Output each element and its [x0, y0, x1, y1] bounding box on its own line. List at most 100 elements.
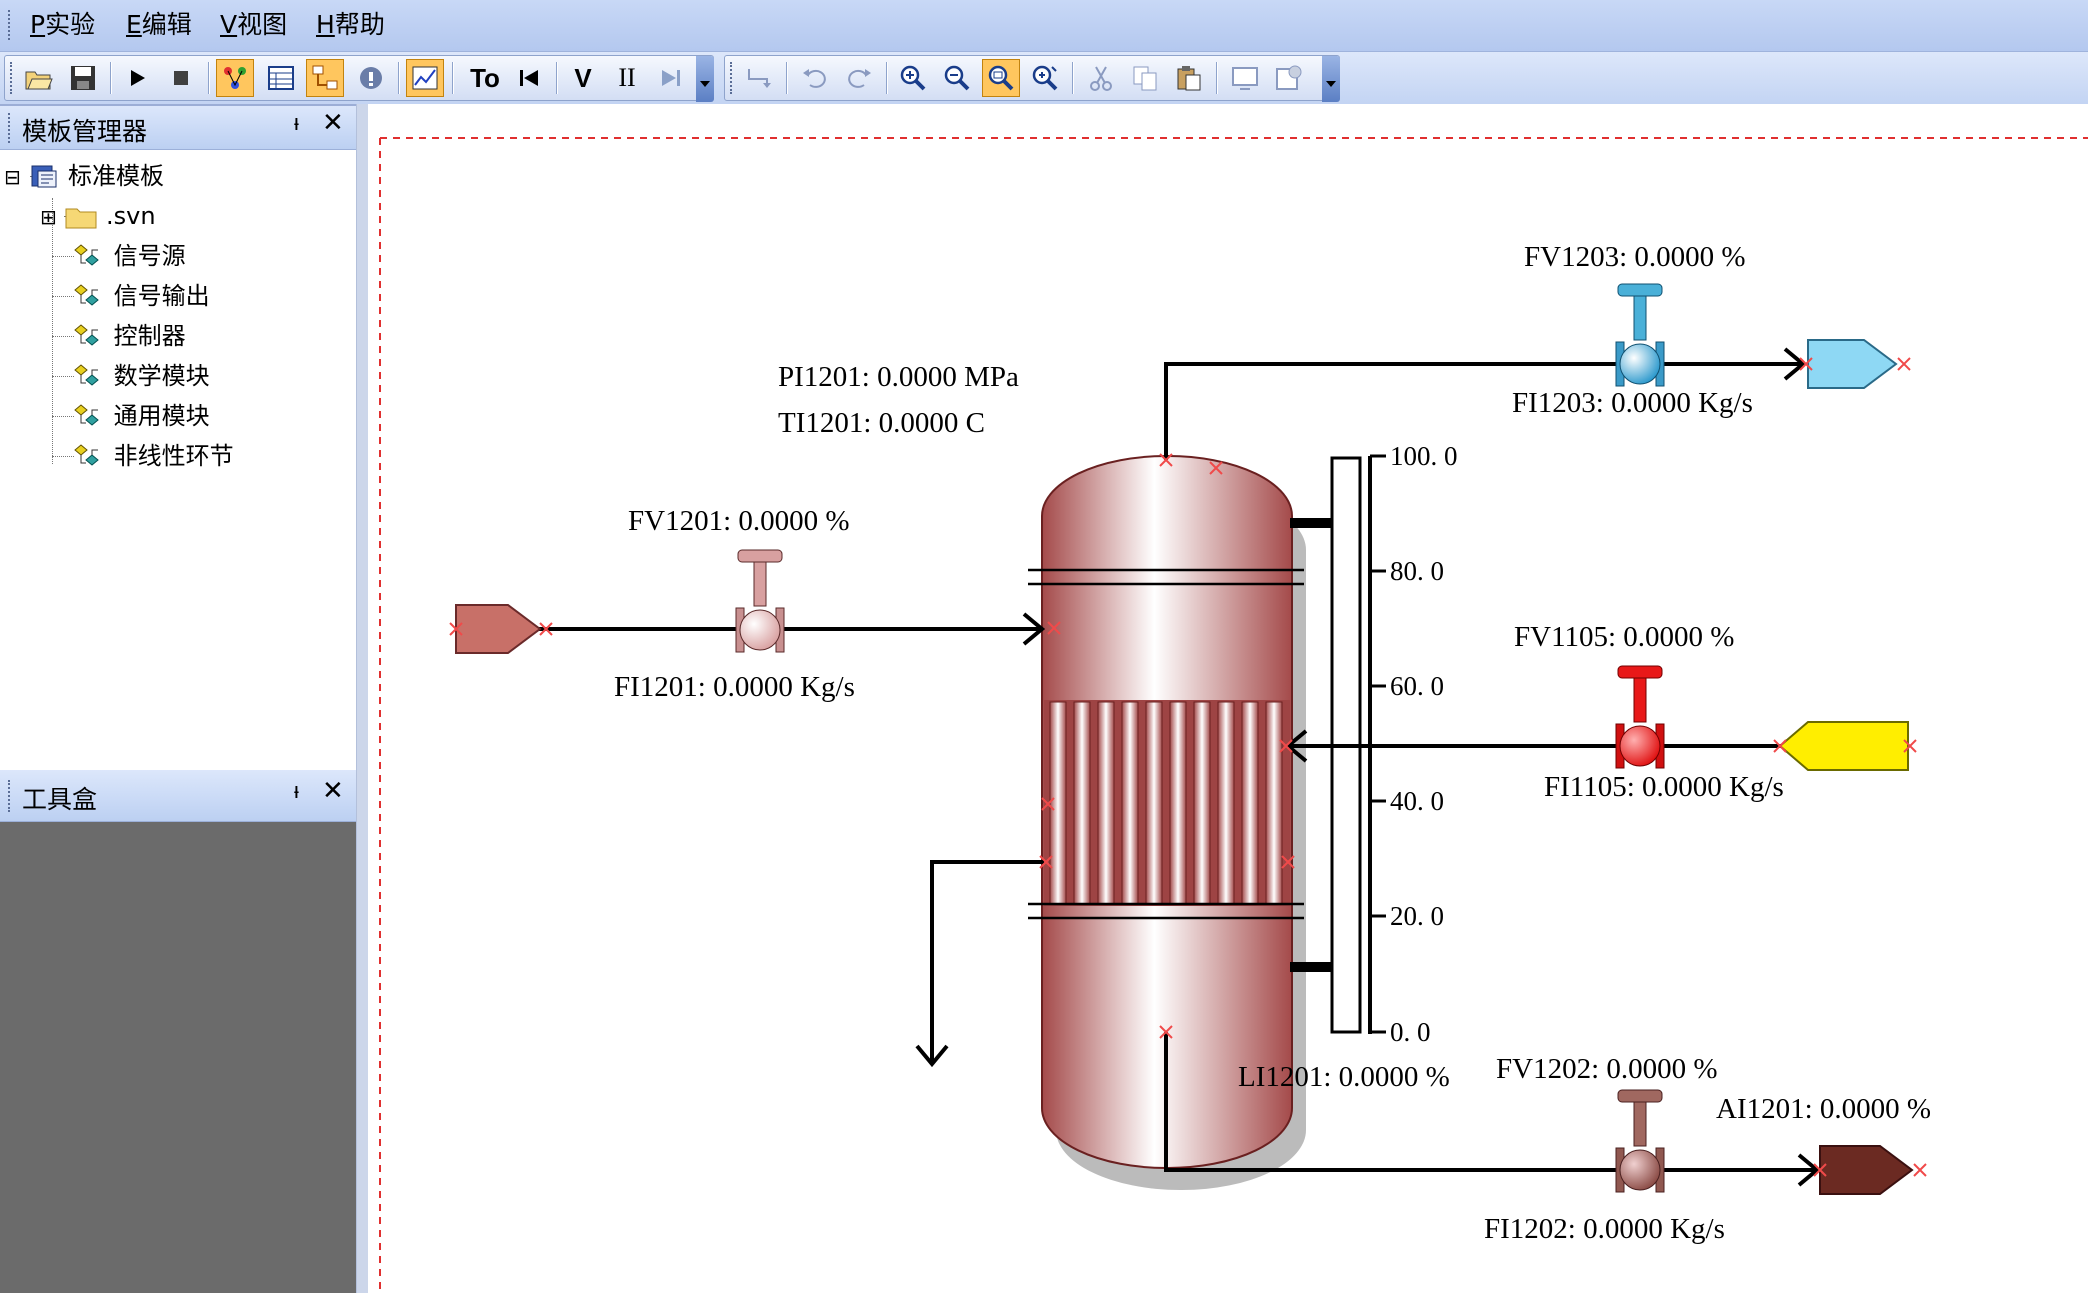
toolbox-title: 工具盒 — [22, 785, 98, 814]
verify-button[interactable]: V — [564, 59, 602, 97]
undo-icon — [803, 69, 826, 88]
tree-item-label: 数学模块 — [113, 362, 210, 390]
table-view-button[interactable] — [262, 59, 300, 97]
valve-fv1202[interactable] — [1615, 1089, 1665, 1193]
template-manager-grip[interactable] — [8, 113, 14, 143]
tree-item-signal-source[interactable]: 信号源 — [72, 240, 186, 272]
play-icon — [131, 70, 145, 86]
connect-button[interactable] — [740, 59, 778, 97]
module-icon — [74, 364, 99, 386]
save-button[interactable] — [64, 59, 102, 97]
product-top-terminal[interactable] — [1807, 339, 1898, 389]
scissors-icon — [1090, 66, 1112, 91]
tree-item-math[interactable]: 数学模块 — [72, 360, 210, 392]
module-icon — [74, 324, 99, 346]
step-back-button[interactable] — [510, 59, 548, 97]
open-button[interactable] — [20, 59, 58, 97]
stop-button[interactable] — [162, 59, 200, 97]
connector-icon — [748, 69, 771, 88]
menu-view[interactable]: V视图 — [220, 10, 288, 39]
zoom-in-button[interactable] — [894, 59, 932, 97]
menu-edit[interactable]: E编辑 — [126, 10, 192, 39]
copy-button[interactable] — [1126, 59, 1164, 97]
module-icon — [74, 244, 99, 266]
label-ai1201: AI1201: 0.0000 % — [1716, 1093, 1932, 1125]
tree-item-label: 控制器 — [113, 322, 186, 350]
toolbox-grip[interactable] — [8, 780, 14, 812]
zoom-custom-button[interactable] — [1026, 59, 1064, 97]
tree-item-signal-output[interactable]: 信号输出 — [72, 280, 210, 312]
tree-item-general[interactable]: 通用模块 — [72, 400, 210, 432]
toolbar-edit-grip[interactable] — [730, 62, 736, 94]
reactor-vessel[interactable] — [1028, 455, 1338, 1190]
close-icon[interactable]: ✕ — [322, 776, 344, 806]
copy-icon — [1133, 66, 1157, 91]
network-view-button[interactable] — [216, 59, 254, 97]
label-fv1202: FV1202: 0.0000 % — [1496, 1053, 1718, 1085]
label-fv1203: FV1203: 0.0000 % — [1524, 241, 1746, 273]
template-tree: ⊟ 标准模板 ⊞ .svn 信号源 信号输出 控制器 数学模块 通用模块 非线性… — [0, 150, 356, 760]
open-folder-icon — [25, 71, 53, 90]
level-tick-80: 80. 0 — [1390, 556, 1444, 586]
zoom-fit-icon — [988, 65, 1014, 91]
display-button[interactable] — [1226, 59, 1264, 97]
tree-item-nonlinear[interactable]: 非线性环节 — [72, 440, 234, 472]
expand-icon[interactable]: ⊞ — [40, 205, 57, 229]
tree-item-controller[interactable]: 控制器 — [72, 320, 186, 352]
toolbox-body — [0, 822, 356, 1293]
toolbox-header: 工具盒 ᵼ ✕ — [0, 770, 356, 822]
label-fi1201: FI1201: 0.0000 Kg/s — [614, 671, 855, 703]
properties-icon — [1276, 65, 1302, 90]
zoom-out-button[interactable] — [938, 59, 976, 97]
redo-icon — [848, 69, 871, 88]
toolbar-main — [4, 55, 714, 101]
run-button[interactable] — [118, 59, 156, 97]
info-button[interactable] — [352, 59, 390, 97]
product-bottom-terminal[interactable] — [1819, 1145, 1914, 1195]
pause-button[interactable]: II — [608, 59, 646, 97]
menu-experiment[interactable]: P实验 — [30, 10, 96, 39]
collapse-icon[interactable]: ⊟ — [4, 165, 21, 189]
valve-fv1201[interactable] — [735, 549, 785, 653]
skip-forward-icon — [662, 70, 680, 86]
paste-button[interactable] — [1170, 59, 1208, 97]
properties-button[interactable] — [1270, 59, 1308, 97]
menu-grip[interactable] — [8, 10, 14, 40]
menu-help[interactable]: H帮助 — [316, 10, 385, 39]
process-canvas[interactable]: FV1201: 0.0000 % FI1201: 0.0000 Kg/s PI1… — [368, 104, 2088, 1293]
cut-button[interactable] — [1082, 59, 1120, 97]
tree-item-label: .svn — [106, 202, 156, 230]
pin-icon[interactable]: ᵼ — [294, 111, 299, 136]
template-manager-title: 模板管理器 — [22, 117, 148, 146]
toolbar-main-overflow[interactable] — [696, 56, 714, 102]
coolant-inlet-terminal[interactable] — [1778, 721, 1909, 771]
level-tick-0: 0. 0 — [1390, 1017, 1431, 1047]
panel-splitter[interactable] — [356, 104, 369, 1293]
flowchart-icon — [312, 65, 338, 90]
zoom-fit-button[interactable] — [982, 59, 1020, 97]
pin-icon[interactable]: ᵼ — [294, 779, 299, 804]
step-forward-button[interactable] — [652, 59, 690, 97]
redo-button[interactable] — [840, 59, 878, 97]
stop-icon — [174, 71, 188, 85]
zoom-out-icon — [944, 65, 970, 91]
toolbar-edit-overflow[interactable] — [1322, 56, 1340, 102]
flow-view-button[interactable] — [306, 59, 344, 97]
toolbar-grip[interactable] — [10, 62, 16, 94]
close-icon[interactable]: ✕ — [322, 108, 344, 138]
label-ti1201: TI1201: 0.0000 C — [778, 407, 986, 439]
tree-root[interactable]: ⊟ 标准模板 — [4, 160, 164, 193]
goto-label: To — [470, 62, 500, 93]
trend-chart-icon — [412, 66, 438, 90]
valve-fv1203[interactable] — [1615, 283, 1665, 387]
trend-button[interactable] — [406, 59, 444, 97]
label-fv1201: FV1201: 0.0000 % — [628, 505, 850, 537]
valve-fv1105[interactable] — [1615, 665, 1665, 769]
label-fi1202: FI1202: 0.0000 Kg/s — [1484, 1213, 1725, 1245]
menu-bar: P实验 E编辑 V视图 H帮助 — [0, 0, 2088, 52]
tree-item-svn[interactable]: ⊞ .svn — [40, 200, 156, 233]
feed-inlet-terminal[interactable] — [455, 604, 542, 654]
label-fi1203: FI1203: 0.0000 Kg/s — [1512, 387, 1753, 419]
undo-button[interactable] — [796, 59, 834, 97]
goto-button[interactable]: To — [462, 59, 508, 97]
